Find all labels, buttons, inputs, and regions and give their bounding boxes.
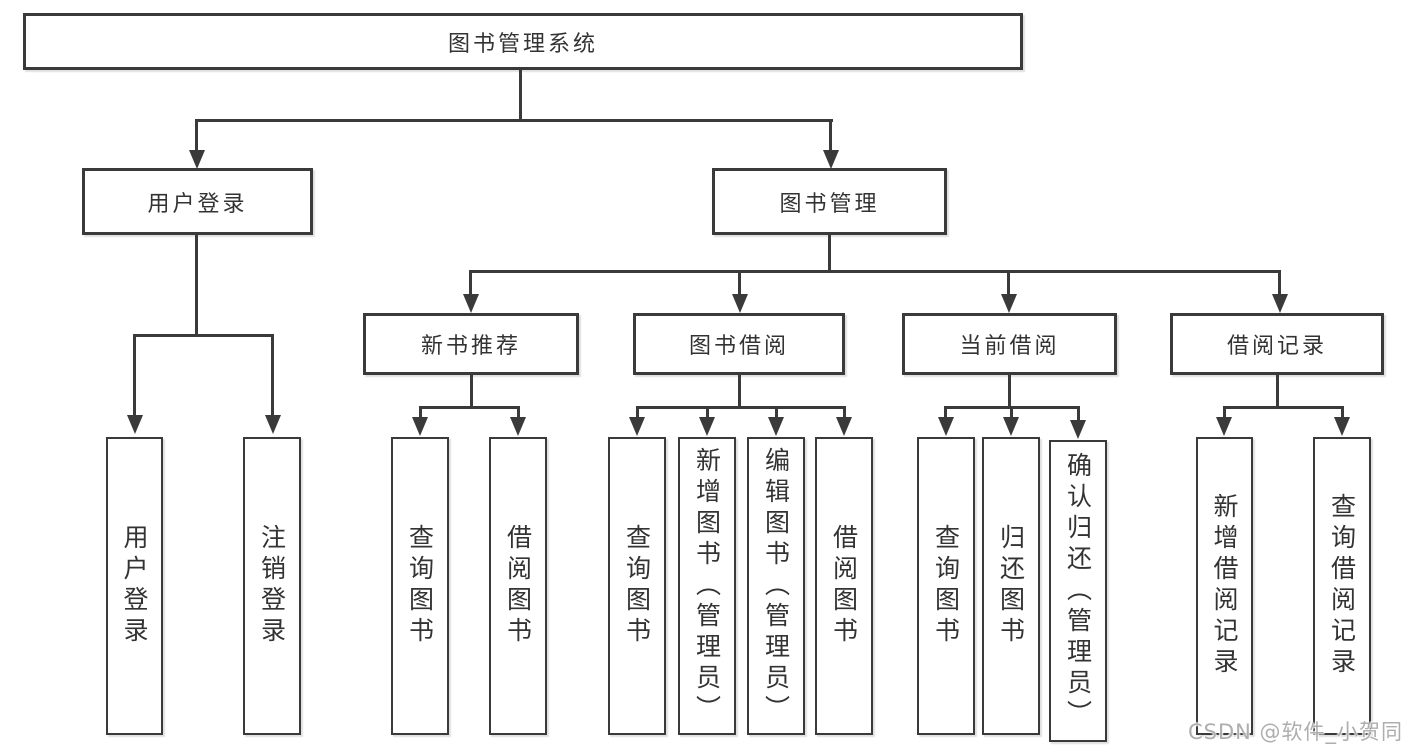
connector-line bbox=[1276, 374, 1279, 408]
connector-line bbox=[195, 119, 198, 152]
leaf-user-login: 用户登录 bbox=[106, 437, 163, 735]
node-label: 查询图书 bbox=[405, 524, 435, 648]
connector-line bbox=[1223, 406, 1226, 419]
node-label: 图书管理 bbox=[779, 191, 880, 217]
node-label: 借阅记录 bbox=[1226, 334, 1327, 359]
node-new-book-recommendation: 新书推荐 bbox=[363, 313, 579, 375]
arrow-down-icon bbox=[823, 150, 839, 169]
connector-line bbox=[1008, 374, 1011, 408]
arrow-down-icon bbox=[510, 417, 526, 436]
arrow-down-icon bbox=[1001, 294, 1017, 313]
node-label: 图书管理系统 bbox=[447, 31, 598, 57]
arrow-down-icon bbox=[1334, 417, 1350, 436]
node-label: 归还图书 bbox=[996, 524, 1026, 648]
connector-line bbox=[469, 270, 472, 296]
node-label: 查询借阅记录 bbox=[1327, 493, 1357, 679]
leaf-query-borrow-record: 查询借阅记录 bbox=[1313, 437, 1371, 735]
leaf-add-book-admin: 新增图书（管理员） bbox=[678, 437, 736, 735]
leaf-return-books: 归还图书 bbox=[982, 437, 1040, 735]
connector-line bbox=[706, 406, 709, 419]
arrow-down-icon bbox=[699, 417, 715, 436]
leaf-query-books-current: 查询图书 bbox=[917, 437, 975, 735]
node-label: 图书借阅 bbox=[688, 334, 789, 359]
watermark: CSDN @软件_小贺同学 bbox=[1188, 720, 1404, 744]
arrow-down-icon bbox=[265, 415, 281, 434]
connector-line bbox=[419, 406, 520, 409]
arrow-down-icon bbox=[412, 417, 428, 436]
connector-line bbox=[519, 68, 522, 121]
leaf-borrow-books-recommendation: 借阅图书 bbox=[489, 437, 547, 735]
connector-line bbox=[738, 374, 741, 408]
node-label: 新增借阅记录 bbox=[1210, 493, 1239, 679]
arrow-down-icon bbox=[768, 417, 784, 436]
connector-line bbox=[828, 234, 831, 272]
connector-line bbox=[1278, 270, 1281, 296]
arrow-down-icon bbox=[189, 150, 205, 169]
connector-line bbox=[469, 270, 1281, 273]
node-label: 用户登录 bbox=[147, 191, 248, 217]
connector-line bbox=[133, 334, 136, 417]
connector-line bbox=[738, 270, 741, 296]
connector-line bbox=[1077, 406, 1080, 422]
node-label: 新增图书（管理员） bbox=[692, 446, 722, 726]
node-label: 查询图书 bbox=[931, 524, 961, 648]
node-label: 当前借阅 bbox=[959, 334, 1060, 359]
arrow-down-icon bbox=[1003, 417, 1019, 436]
node-label: 查询图书 bbox=[622, 524, 652, 648]
arrow-down-icon bbox=[938, 417, 954, 436]
connector-line bbox=[1223, 406, 1344, 409]
connector-line bbox=[636, 406, 639, 419]
node-label: 注销登录 bbox=[257, 524, 287, 648]
node-label: 用户登录 bbox=[120, 524, 149, 648]
connector-line bbox=[775, 406, 778, 419]
connector-line bbox=[470, 374, 473, 408]
connector-line bbox=[1007, 270, 1010, 296]
connector-line bbox=[843, 406, 846, 419]
leaf-add-borrow-record: 新增借阅记录 bbox=[1196, 437, 1253, 735]
leaf-confirm-return-admin: 确认归还（管理员） bbox=[1049, 440, 1107, 742]
leaf-query-books-borrowing: 查询图书 bbox=[608, 437, 666, 735]
connector-line bbox=[419, 406, 422, 419]
node-label: 编辑图书（管理员） bbox=[761, 446, 791, 726]
connector-line bbox=[133, 334, 274, 337]
connector-line bbox=[1341, 406, 1344, 419]
node-label: 新书推荐 bbox=[420, 334, 521, 359]
connector-line bbox=[517, 406, 520, 419]
connector-line bbox=[195, 234, 198, 336]
node-label: 借阅图书 bbox=[829, 524, 859, 648]
arrow-down-icon bbox=[732, 294, 748, 313]
connector-line bbox=[636, 406, 845, 409]
node-book-management-system: 图书管理系统 bbox=[23, 13, 1023, 70]
node-user-login: 用户登录 bbox=[82, 168, 313, 235]
connector-line bbox=[944, 406, 947, 419]
arrow-down-icon bbox=[1272, 294, 1288, 313]
node-book-management: 图书管理 bbox=[712, 168, 947, 235]
leaf-query-books-recommendation: 查询图书 bbox=[391, 437, 449, 735]
connector-line bbox=[271, 334, 274, 417]
node-current-borrowing: 当前借阅 bbox=[902, 313, 1117, 375]
connector-line bbox=[195, 119, 833, 122]
node-borrow-records: 借阅记录 bbox=[1170, 313, 1384, 375]
node-label: 借阅图书 bbox=[503, 524, 533, 648]
connector-line bbox=[1010, 406, 1013, 419]
arrow-down-icon bbox=[1216, 417, 1232, 436]
arrow-down-icon bbox=[463, 294, 479, 313]
arrow-down-icon bbox=[836, 417, 852, 436]
arrow-down-icon bbox=[629, 417, 645, 436]
node-book-borrowing: 图书借阅 bbox=[633, 313, 845, 375]
node-label: 确认归还（管理员） bbox=[1063, 451, 1093, 731]
leaf-borrow-books: 借阅图书 bbox=[815, 437, 873, 735]
arrow-down-icon bbox=[1070, 420, 1086, 439]
connector-line bbox=[829, 119, 832, 152]
arrow-down-icon bbox=[127, 415, 143, 434]
leaf-logout: 注销登录 bbox=[243, 437, 301, 735]
leaf-edit-book-admin: 编辑图书（管理员） bbox=[747, 437, 805, 735]
